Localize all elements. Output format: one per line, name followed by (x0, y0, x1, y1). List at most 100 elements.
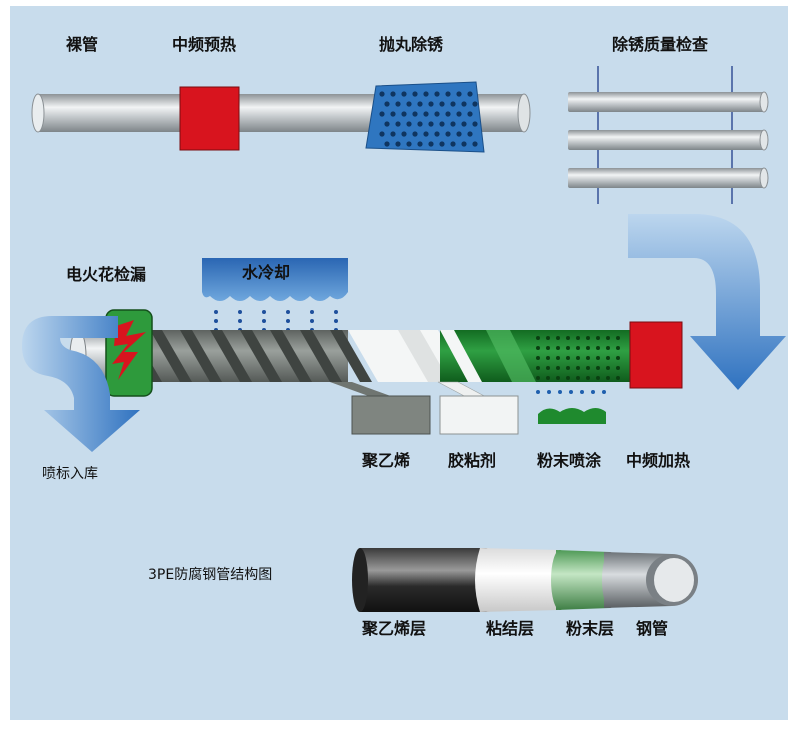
label-rust-quality-check: 除锈质量检查 (612, 35, 709, 54)
powder-dot (596, 366, 600, 370)
water-drop (286, 310, 290, 314)
powder-dot (566, 356, 570, 360)
blast-dot (401, 131, 407, 137)
label-bare-pipe: 裸管 (66, 35, 99, 54)
blast-dot (450, 141, 456, 147)
water-drop (310, 310, 314, 314)
preheat-coil (179, 86, 240, 151)
powder-dot (596, 346, 600, 350)
powder-dot (536, 336, 540, 340)
powder-dot (616, 356, 620, 360)
label-mid-freq-preheat: 中频预热 (172, 35, 237, 54)
spiral-stripe (210, 330, 252, 382)
powder-dot (586, 356, 590, 360)
flow-arrow-left (22, 316, 140, 452)
blast-dot (423, 131, 429, 137)
water-drop (310, 319, 314, 323)
label-layer-steel: 钢管 (636, 619, 669, 638)
water-drop (262, 319, 266, 323)
blast-dot (456, 111, 462, 117)
label-adhesive: 胶粘剂 (448, 451, 497, 470)
3pe-structure-pipe (352, 548, 698, 612)
blast-dot (439, 141, 445, 147)
powder-dot (606, 376, 610, 380)
water-drop (214, 319, 218, 323)
blast-dot (461, 121, 467, 127)
spray-dot (558, 390, 562, 394)
blast-dot (472, 141, 478, 147)
blast-dot (412, 131, 418, 137)
blast-dot (379, 111, 385, 117)
blast-dot (434, 111, 440, 117)
powder-dot (606, 366, 610, 370)
label-spray-mark-storage: 喷标入库 (42, 466, 98, 482)
blast-dot (384, 101, 390, 107)
blast-dot (417, 121, 423, 127)
blast-dot (401, 91, 407, 97)
blast-dot (379, 131, 385, 137)
powder-dot (606, 346, 610, 350)
powder-dot (576, 346, 580, 350)
blast-dot (472, 121, 478, 127)
powder-dot (556, 356, 560, 360)
blast-dot (412, 111, 418, 117)
blast-dot (450, 101, 456, 107)
flow-arrow-right (628, 214, 786, 390)
powder-dot (536, 366, 540, 370)
blast-dot (379, 91, 385, 97)
powder-dot (556, 336, 560, 340)
powder-dot (576, 366, 580, 370)
blast-dot (450, 121, 456, 127)
powder-dot (606, 356, 610, 360)
powder-dot (576, 336, 580, 340)
label-mid-freq-heating: 中频加热 (626, 451, 691, 470)
blast-dot (434, 131, 440, 137)
spiral-stripe (330, 330, 372, 382)
powder-dot (616, 366, 620, 370)
powder-dot (616, 336, 620, 340)
label-shot-blasting: 抛丸除锈 (379, 35, 444, 54)
powder-dot (536, 346, 540, 350)
blast-dot (401, 111, 407, 117)
powder-dot (536, 376, 540, 380)
blast-dot (428, 101, 434, 107)
spray-dot (591, 390, 595, 394)
material-feeds (330, 381, 606, 435)
blast-dot (395, 101, 401, 107)
powder-dot (586, 366, 590, 370)
water-drop (238, 310, 242, 314)
powder-dot (536, 356, 540, 360)
blast-dot (406, 121, 412, 127)
blast-dot (417, 141, 423, 147)
label-layer-powder: 粉末层 (566, 619, 615, 638)
powder-dot (546, 366, 550, 370)
powder-dot (616, 346, 620, 350)
label-powder-spraying: 粉末喷涂 (537, 451, 602, 470)
blast-dot (472, 101, 478, 107)
powder-dot (566, 346, 570, 350)
water-drop (334, 310, 338, 314)
spray-dot (536, 390, 540, 394)
powder-dot (556, 376, 560, 380)
powder-dot (576, 376, 580, 380)
spiral-stripe (240, 330, 282, 382)
label-polyethylene: 聚乙烯 (362, 451, 411, 470)
powder-dot (586, 336, 590, 340)
water-drop (262, 310, 266, 314)
blast-dot (434, 91, 440, 97)
blast-dot (461, 141, 467, 147)
coating-line-pipe (69, 309, 683, 397)
blast-dot (456, 131, 462, 137)
powder-dot (616, 376, 620, 380)
powder-dot (586, 376, 590, 380)
blast-dot (417, 101, 423, 107)
powder-dot (596, 376, 600, 380)
blast-dot (428, 141, 434, 147)
powder-dot (566, 376, 570, 380)
shot-blasting-sleeve (365, 81, 485, 153)
blast-dot (423, 111, 429, 117)
blast-dot (406, 141, 412, 147)
powder-dot (596, 336, 600, 340)
